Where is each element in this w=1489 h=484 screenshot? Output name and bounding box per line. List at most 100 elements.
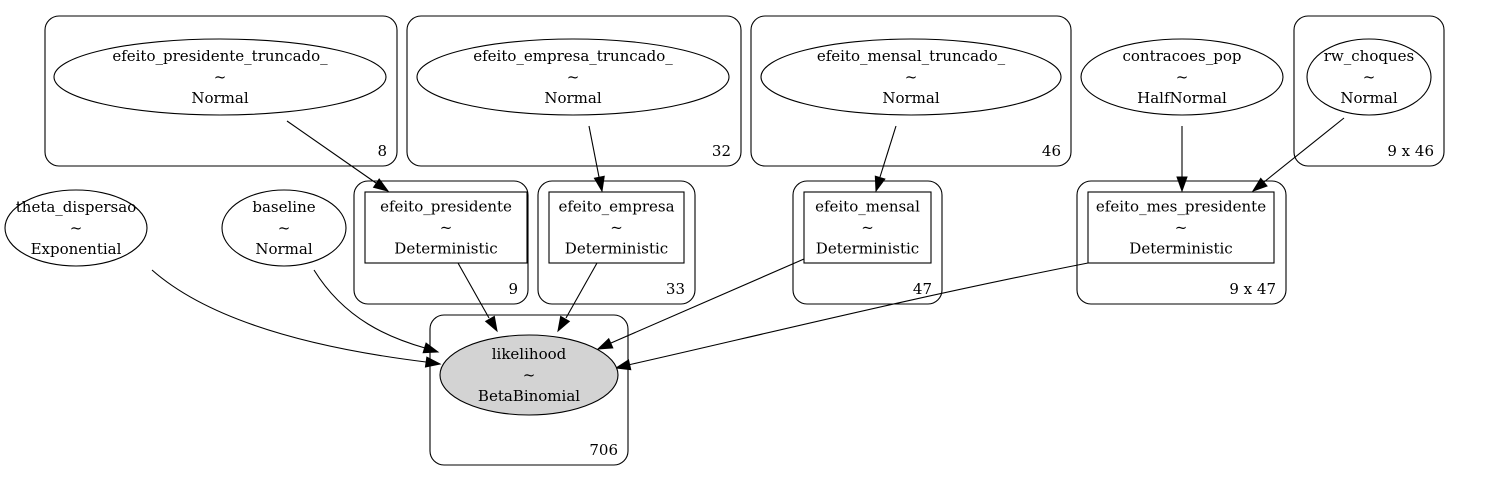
node-tilde: ~	[278, 219, 291, 237]
node-contracoes-pop: contracoes_pop~HalfNormal	[1080, 38, 1284, 116]
plate-border	[1293, 15, 1445, 167]
plate-border	[406, 15, 742, 167]
node-efeito-empresa-truncado: efeito_empresa_truncado_~Normal	[416, 38, 730, 116]
plate-9: 9	[353, 180, 529, 305]
plate-9x46: 9 x 46	[1293, 15, 1445, 167]
node-name: efeito_mensal_truncado_	[817, 47, 1006, 65]
arrowhead-icon	[593, 175, 605, 193]
plate-border	[44, 15, 398, 167]
node-tilde: ~	[214, 68, 227, 86]
edge-line	[610, 258, 805, 344]
node-distribution: Deterministic	[394, 240, 497, 258]
plate-border	[750, 15, 1072, 167]
edge-efeito_presidente-to-likelihood	[457, 262, 498, 333]
arrowhead-icon	[1176, 176, 1188, 193]
arrowhead-icon	[874, 175, 886, 193]
plate-label: 47	[913, 280, 932, 298]
plate-32: 32	[406, 15, 742, 167]
node-efeito-empresa: efeito_empresa ~ Deterministic	[548, 191, 685, 264]
node-name: efeito_empresa	[558, 198, 674, 216]
edges-layer	[151, 117, 1345, 371]
plate-47: 47	[792, 180, 943, 305]
edge-line	[1263, 117, 1345, 183]
node-tilde: ~	[1176, 68, 1189, 86]
plate-label: 8	[377, 142, 387, 160]
node-tilde: ~	[610, 219, 623, 237]
nodes-layer: efeito_presidente_truncado_~Normalefeito…	[4, 38, 1432, 416]
node-tilde: ~	[440, 219, 453, 237]
node-distribution: Normal	[1340, 89, 1397, 107]
arrowhead-icon	[424, 356, 442, 368]
node-distribution: Normal	[191, 89, 248, 107]
node-distribution: Deterministic	[565, 240, 668, 258]
node-distribution: Normal	[544, 89, 601, 107]
node-tilde: ~	[70, 219, 83, 237]
node-tilde: ~	[861, 219, 874, 237]
arrowhead-icon	[596, 337, 614, 350]
edge-line	[313, 269, 426, 349]
arrowhead-icon	[484, 315, 498, 333]
edge-line	[286, 120, 377, 184]
edge-efeito_mes_presidente-to-likelihood	[614, 262, 1089, 371]
edge-line	[565, 262, 598, 319]
node-name: efeito_mensal	[815, 198, 920, 216]
node-name: efeito_empresa_truncado_	[473, 47, 673, 65]
node-tilde: ~	[1363, 68, 1376, 86]
node-efeito-presidente-truncado: efeito_presidente_truncado_~Normal	[53, 38, 387, 116]
random-variable-ellipse	[760, 38, 1062, 116]
plate-label: 33	[666, 280, 685, 298]
node-likelihood: likelihood ~ BetaBinomial	[439, 334, 619, 416]
node-efeito-mensal: efeito_mensal ~ Deterministic	[803, 191, 932, 264]
plate-label: 9	[508, 280, 518, 298]
node-distribution: Exponential	[31, 240, 122, 258]
node-rw-choques: rw_choques ~ Normal	[1306, 38, 1432, 116]
edge-line	[588, 125, 600, 178]
plate-label: 706	[589, 441, 618, 459]
arrowhead-icon	[372, 178, 390, 192]
node-baseline: baseline ~ Normal	[221, 189, 347, 267]
edge-rw_choques-to-efeito_mes_presidente	[1251, 117, 1345, 192]
node-name: baseline	[252, 198, 315, 216]
random-variable-ellipse	[1080, 38, 1284, 116]
edge-contracoes_pop-to-efeito_mes_presidente	[1176, 126, 1188, 193]
node-theta-dispersao: theta_dispersao~Exponential	[4, 189, 148, 267]
plate-border	[537, 180, 696, 305]
arrowhead-icon	[614, 359, 632, 371]
plate-border	[792, 180, 943, 305]
node-name: rw_choques	[1324, 47, 1414, 65]
plate-border	[429, 314, 629, 466]
plate-border	[353, 180, 529, 305]
node-distribution: Normal	[882, 89, 939, 107]
random-variable-ellipse	[1306, 38, 1432, 116]
node-efeito-presidente: efeito_presidente ~ Deterministic	[364, 191, 528, 264]
node-distribution: Normal	[255, 240, 312, 258]
plates-layer: 8 32 46 9 x 46 9 33 47 9 x 47 706	[44, 15, 1445, 466]
deterministic-box	[803, 191, 932, 264]
deterministic-box	[548, 191, 685, 264]
plate-label: 46	[1042, 142, 1061, 160]
node-tilde: ~	[523, 366, 536, 384]
edge-efeito_empresa-to-likelihood	[557, 262, 598, 333]
plate-706: 706	[429, 314, 629, 466]
plate-label: 9 x 46	[1387, 142, 1434, 160]
random-variable-ellipse	[4, 189, 148, 267]
node-distribution: BetaBinomial	[478, 387, 580, 405]
edge-theta_dispersao-to-likelihood	[151, 269, 442, 368]
edge-baseline-to-likelihood	[313, 269, 440, 354]
node-name: efeito_presidente	[380, 198, 512, 216]
edge-efeito_mensal-to-likelihood	[596, 258, 805, 350]
edge-efeito_empresa_truncado_-to-efeito_empresa	[588, 125, 605, 193]
node-distribution: Deterministic	[816, 240, 919, 258]
node-name: likelihood	[492, 345, 567, 363]
deterministic-box	[1087, 191, 1275, 264]
edge-line	[151, 269, 427, 363]
arrowhead-icon	[422, 342, 440, 354]
observed-ellipse	[439, 334, 619, 416]
plate-8: 8	[44, 15, 398, 167]
node-distribution: HalfNormal	[1137, 89, 1227, 107]
node-distribution: Deterministic	[1129, 240, 1232, 258]
deterministic-box	[364, 191, 528, 264]
node-tilde: ~	[1175, 219, 1188, 237]
plate-label: 9 x 47	[1229, 280, 1276, 298]
